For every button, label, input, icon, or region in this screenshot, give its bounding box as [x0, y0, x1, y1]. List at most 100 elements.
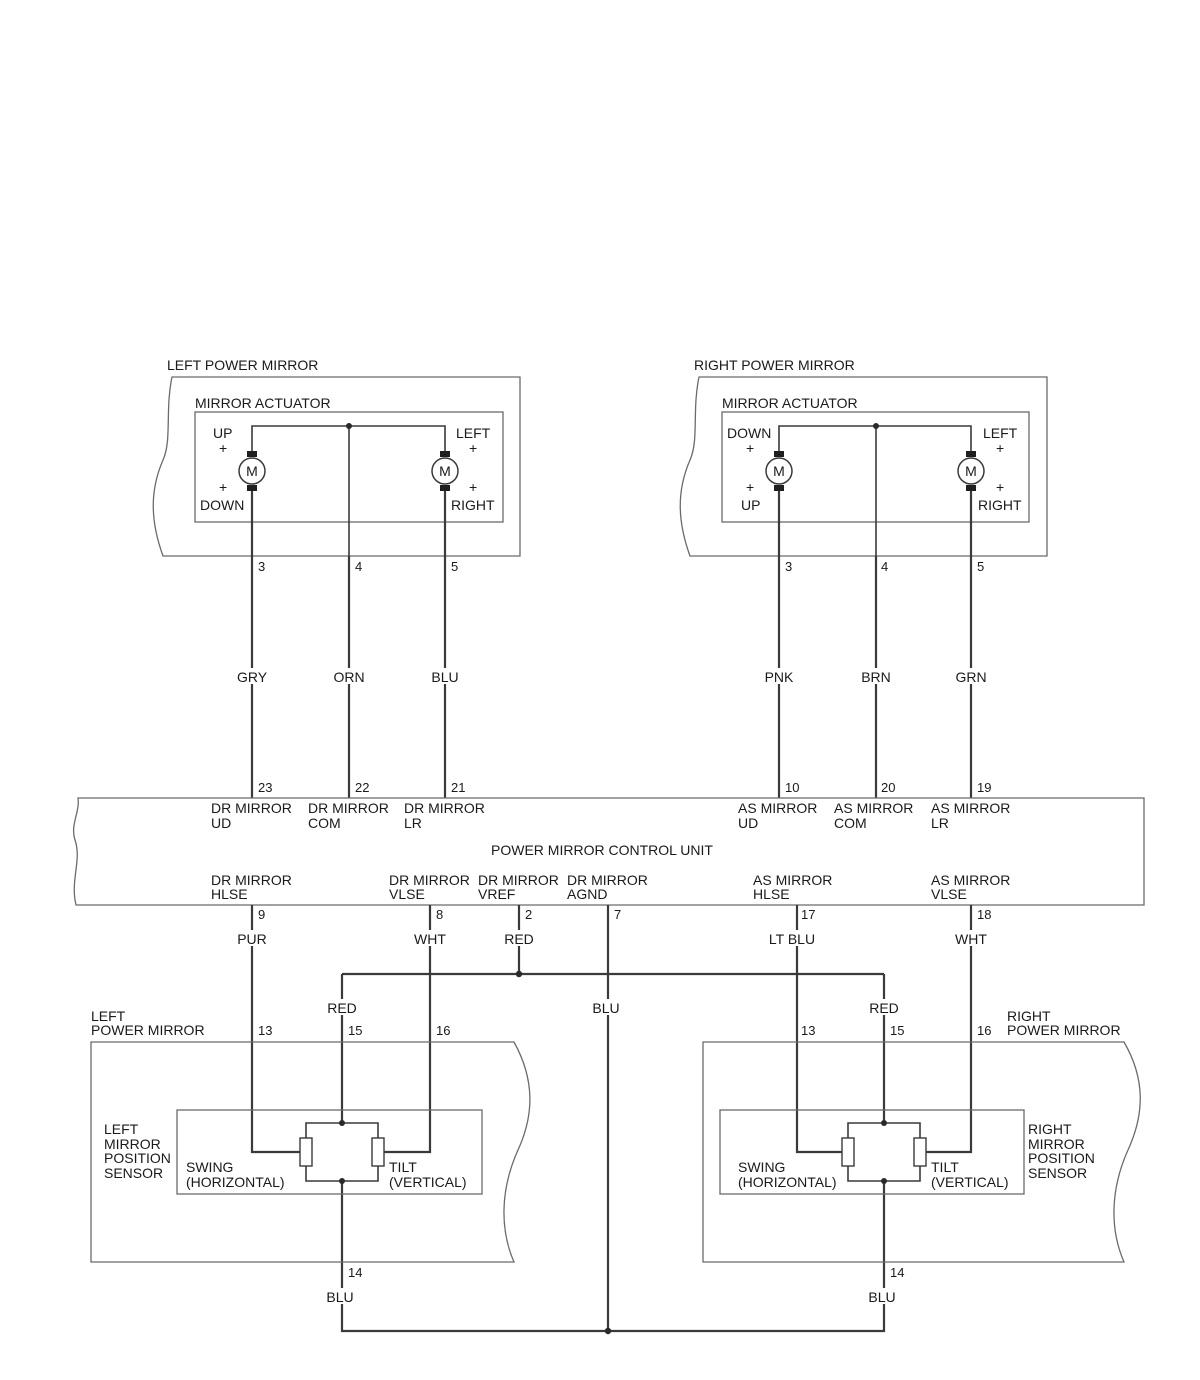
right-sensor-pin-tilt: 16	[977, 1023, 991, 1038]
left-sensor-mirror-title-l2: POWER MIRROR	[91, 1022, 205, 1038]
control-unit-box	[72, 797, 1145, 906]
cu-terminal-dr-hlse-l1: DR MIRROR	[211, 872, 292, 888]
left-tilt-label-l1: TILT	[389, 1159, 417, 1175]
left-ud-top-plus: +	[219, 440, 227, 456]
right-pin-lr: 5	[977, 559, 984, 574]
motor-symbol-circle	[765, 457, 793, 485]
cu-terminal-dr-agnd-l1: DR MIRROR	[567, 872, 648, 888]
left-tilt-resistor	[371, 1137, 385, 1167]
control-unit-title: POWER MIRROR CONTROL UNIT	[491, 842, 713, 858]
cu-terminal-dr-vref-l1: DR MIRROR	[478, 872, 559, 888]
left-sensor-label-l4: SENSOR	[104, 1165, 163, 1181]
left-lr-top-label: LEFT	[456, 425, 491, 441]
left-sensor-vref-dot	[339, 1120, 345, 1126]
motor-cap-bottom	[247, 485, 257, 491]
right-tilt-resistor	[913, 1137, 927, 1167]
left-power-mirror-box	[152, 376, 521, 557]
right-power-mirror-title: RIGHT POWER MIRROR	[694, 357, 855, 373]
left-sensor-bridge	[305, 1122, 379, 1182]
right-swing-resistor	[841, 1137, 855, 1167]
motor-cap-top	[774, 451, 784, 457]
wire-gnd-bus	[340, 1181, 886, 1333]
left-lr-top-plus: +	[469, 440, 477, 456]
wire-color-as-hlse: LT BLU	[769, 931, 815, 947]
wire-color-dr-hlse: PUR	[237, 931, 267, 947]
left-power-mirror-title: LEFT POWER MIRROR	[167, 357, 318, 373]
cu-terminal-as-com-l2: COM	[834, 815, 867, 831]
left-lr-bottom-label: RIGHT	[451, 497, 495, 513]
left-sensor-pin-swing: 13	[258, 1023, 272, 1038]
left-sensor-vref-wire: RED	[327, 1000, 357, 1016]
motor-symbol-letter: M	[246, 463, 258, 479]
left-ud-top-label: UP	[213, 425, 232, 441]
cu-terminal-dr-hlse-l2: HLSE	[211, 886, 248, 902]
wire-label-bg	[324, 999, 360, 1015]
right-sensor-mirror-title-l1: RIGHT	[1007, 1008, 1051, 1024]
left-power-mirror-actuator: LEFT POWER MIRROR MIRROR ACTUATOR M M UP…	[152, 357, 521, 798]
gnd-junction-dot	[604, 1327, 612, 1335]
right-sensor-vref-dot	[881, 1120, 887, 1126]
right-sensor-box	[719, 1109, 1025, 1195]
motor-cap-top	[966, 451, 976, 457]
cu-terminal-dr-vlse-l1: DR MIRROR	[389, 872, 470, 888]
right-sensor-mirror-title-l2: POWER MIRROR	[1007, 1022, 1121, 1038]
right-tilt-label-l1: TILT	[931, 1159, 959, 1175]
wire-as-hlse	[795, 905, 848, 1154]
left-swing-label-l2: (HORIZONTAL)	[186, 1174, 285, 1190]
cu-terminal-as-vlse-l1: AS MIRROR	[931, 872, 1010, 888]
left-sensor-pin-tilt: 16	[436, 1023, 450, 1038]
left-sensor-gnd-wire: BLU	[326, 1289, 353, 1305]
right-lr-top-plus: +	[996, 440, 1004, 456]
motor-symbol-circle	[431, 457, 459, 485]
right-sensor-gnd-dot	[881, 1178, 887, 1184]
wire-color-agnd: BLU	[592, 1000, 619, 1016]
wire-label-bg	[232, 668, 272, 684]
cu-pin-20: 20	[881, 780, 895, 795]
wire-dr-vlse	[378, 905, 432, 1154]
left-wire-color-ud: GRY	[237, 669, 268, 685]
motor-symbol-circle	[238, 457, 266, 485]
left-pin-ud: 3	[258, 559, 265, 574]
right-sensor-pin-swing: 13	[801, 1023, 815, 1038]
cu-pin-17: 17	[801, 907, 815, 922]
right-sensor-label-l2: MIRROR	[1028, 1136, 1085, 1152]
right-sensor-pin-vref: 15	[890, 1023, 904, 1038]
right-sensor-gnd-wire: BLU	[868, 1289, 895, 1305]
wire-label-bg	[856, 668, 896, 684]
left-sensor-label-l3: POSITION	[104, 1150, 171, 1166]
right-wire-color-com: BRN	[861, 669, 891, 685]
left-ud-bottom-plus: +	[219, 479, 227, 495]
cu-terminal-as-hlse-l1: AS MIRROR	[753, 872, 832, 888]
left-actuator-junction-dot	[346, 423, 352, 429]
wire-color-dr-vlse: WHT	[414, 931, 446, 947]
cu-terminal-dr-agnd-l2: AGND	[567, 886, 607, 902]
cu-pin-9: 9	[258, 907, 265, 922]
cu-terminal-dr-lr-l2: LR	[404, 815, 422, 831]
right-power-mirror-actuator: RIGHT POWER MIRROR MIRROR ACTUATOR M M D…	[679, 357, 1048, 798]
wire-label-bg	[323, 1288, 361, 1304]
right-actuator-common-bus	[778, 425, 972, 451]
cu-pin-22: 22	[355, 780, 369, 795]
wire-label-bg	[866, 999, 902, 1015]
left-pin-lr: 5	[451, 559, 458, 574]
right-pin-ud: 3	[785, 559, 792, 574]
right-ud-top-label: DOWN	[727, 425, 771, 441]
left-mirror-position-sensor: LEFT POWER MIRROR LEFT MIRROR POSITION S…	[90, 999, 531, 1305]
left-lr-motor: M	[431, 451, 459, 491]
wire-color-dr-vref: RED	[504, 931, 534, 947]
cu-terminal-dr-lr-l1: DR MIRROR	[404, 800, 485, 816]
right-swing-label-l1: SWING	[738, 1159, 785, 1175]
wire-label-bg	[759, 668, 799, 684]
cu-pin-2: 2	[525, 907, 532, 922]
cu-terminal-dr-vref-l2: VREF	[478, 886, 515, 902]
left-ud-motor: M	[238, 451, 266, 491]
wire-color-as-vlse: WHT	[955, 931, 987, 947]
left-sensor-box	[176, 1109, 483, 1195]
right-sensor-bridge	[847, 1122, 921, 1182]
right-ud-bottom-label: UP	[741, 497, 760, 513]
cu-pin-18: 18	[977, 907, 991, 922]
motor-symbol-letter: M	[965, 463, 977, 479]
cu-pin-19: 19	[977, 780, 991, 795]
left-swing-label-l1: SWING	[186, 1159, 233, 1175]
